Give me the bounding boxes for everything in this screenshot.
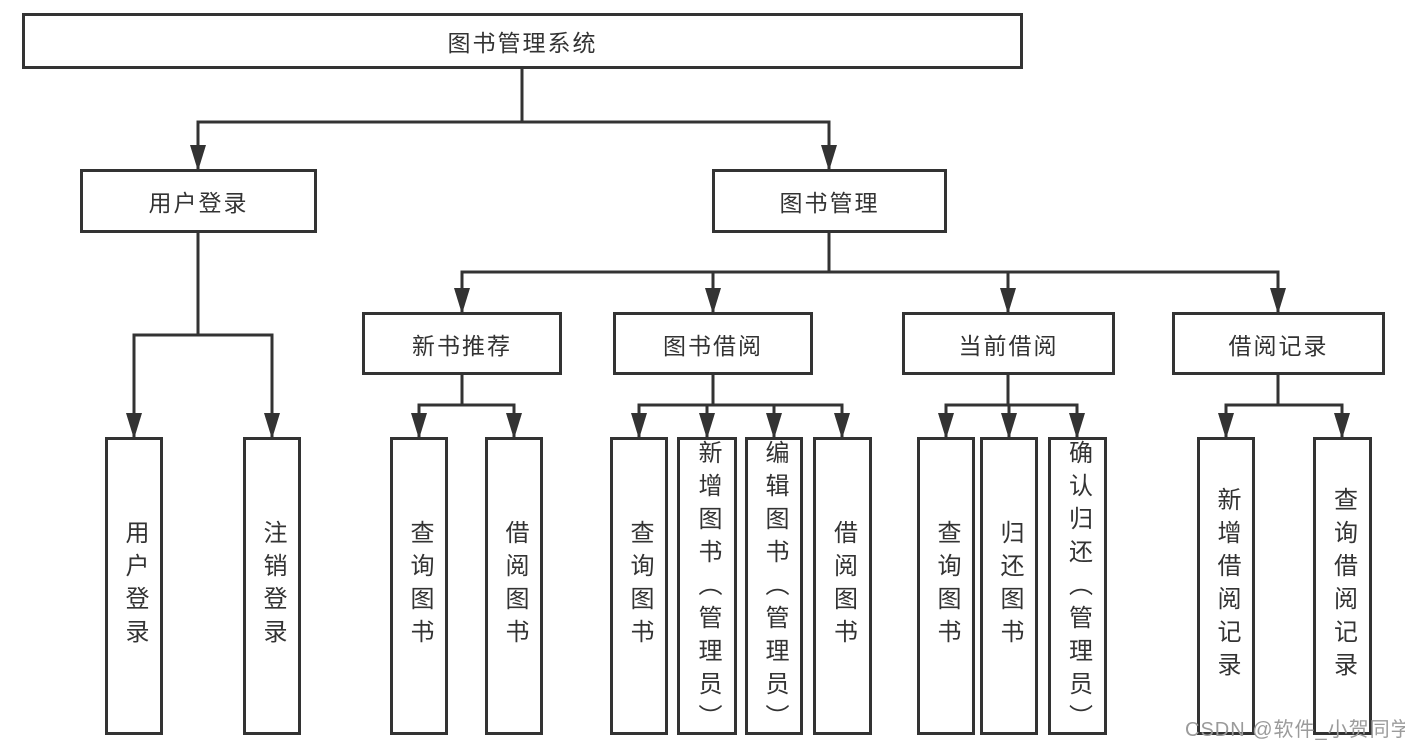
leaf-query-books-recommend: 查询图书 — [390, 437, 448, 735]
node-label: 借阅记录 — [1228, 332, 1329, 359]
leaf-logout: 注销登录 — [243, 437, 301, 735]
leaf-edit-books-admin: 编辑图书（管理员） — [745, 437, 803, 737]
leaf-borrow-books: 借阅图书 — [813, 437, 872, 735]
node-label: 注销登录 — [259, 520, 286, 652]
leaf-user-login: 用户登录 — [105, 437, 163, 735]
node-label: 新增借阅记录 — [1213, 487, 1240, 685]
leaf-query-books-borrow: 查询图书 — [610, 437, 668, 735]
node-label: 用户登录 — [148, 190, 249, 216]
node-library-management-system: 图书管理系统 — [22, 13, 1023, 69]
node-label: 查询借阅记录 — [1329, 487, 1357, 685]
node-book-management-module: 图书管理 — [712, 169, 947, 233]
csdn-watermark: CSDN @软件_小贺同学 — [1185, 719, 1405, 741]
node-label: 查询图书 — [933, 520, 960, 652]
leaf-return-books: 归还图书 — [980, 437, 1038, 735]
node-label: 借阅图书 — [501, 520, 528, 652]
node-label: 图书借阅 — [663, 332, 763, 359]
node-user-login-module: 用户登录 — [80, 169, 317, 233]
node-borrowing-records: 借阅记录 — [1172, 312, 1385, 375]
node-book-borrowing: 图书借阅 — [613, 312, 813, 375]
node-label: 用户登录 — [121, 520, 148, 652]
leaf-borrow-books-recommend: 借阅图书 — [485, 437, 543, 735]
node-label: 当前借阅 — [958, 332, 1059, 359]
leaf-confirm-return-admin: 确认归还（管理员） — [1048, 437, 1107, 737]
node-label: 查询图书 — [406, 520, 433, 652]
leaf-query-borrow-record: 查询借阅记录 — [1313, 437, 1372, 735]
node-label: 归还图书 — [996, 520, 1023, 652]
node-label: 图书管理 — [779, 190, 880, 216]
node-label: 借阅图书 — [829, 520, 857, 652]
leaf-query-books-current: 查询图书 — [917, 437, 975, 735]
node-label: 查询图书 — [626, 520, 653, 652]
node-current-borrowing: 当前借阅 — [902, 312, 1115, 375]
node-label: 编辑图书（管理员） — [761, 440, 788, 737]
node-label: 图书管理系统 — [447, 30, 598, 56]
node-label: 新增图书（管理员） — [694, 440, 721, 737]
node-label: 新书推荐 — [412, 332, 512, 359]
leaf-add-borrow-record: 新增借阅记录 — [1197, 437, 1255, 735]
node-label: 确认归还（管理员） — [1064, 440, 1092, 737]
node-new-book-recommendation: 新书推荐 — [362, 312, 562, 375]
leaf-add-books-admin: 新增图书（管理员） — [677, 437, 737, 737]
